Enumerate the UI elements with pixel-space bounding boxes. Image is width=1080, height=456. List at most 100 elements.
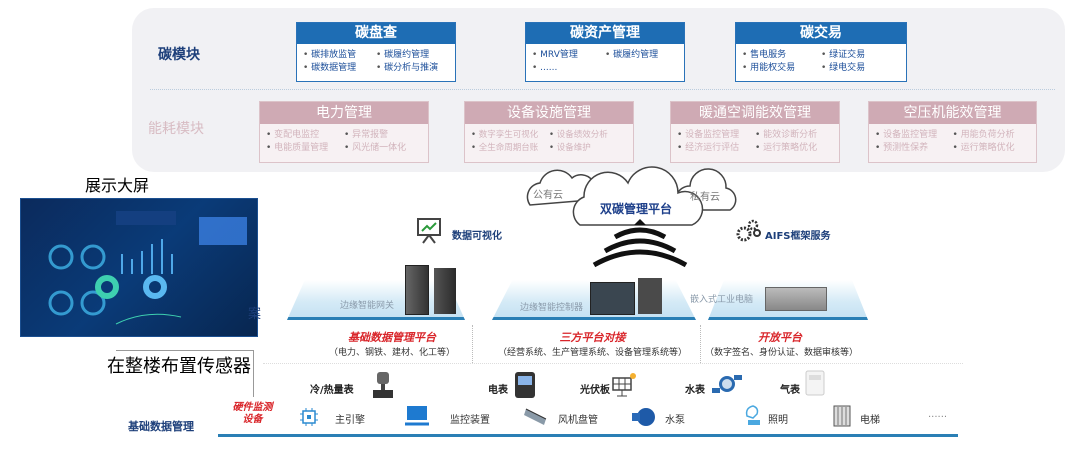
item: 能效诊断分析 (755, 129, 833, 142)
item: 经济运行评估 (677, 142, 755, 155)
dashboard-screenshot (20, 198, 258, 337)
item: 售电服务 (742, 49, 821, 62)
divider (700, 325, 701, 363)
item: 全生命周期台账 (471, 142, 549, 155)
lighting-icon (745, 405, 760, 425)
meter-label: 光伏板 (580, 385, 610, 396)
box-title: 暖通空调能效管理 (671, 102, 839, 124)
item: 设备监控管理 (677, 129, 755, 142)
dashboard-graphic (48, 211, 247, 325)
item: 设备监控管理 (875, 129, 953, 142)
device-label: 主引擎 (335, 415, 365, 426)
divider (150, 89, 1055, 90)
platform-third-party: 三方平台对接 （经营系统、生产管理系统、设备管理系统等） (480, 329, 705, 358)
carbon-box-inventory: 碳盘查 碳排放监管碳履约管理碳数据管理碳分析与推演 (296, 22, 456, 82)
water-meter-icon (712, 375, 742, 393)
private-cloud-label: 私有云 (690, 192, 720, 203)
item: 预测性保养 (875, 142, 953, 155)
box-title: 碳资产管理 (526, 23, 684, 44)
item: 运行策略优化 (755, 142, 833, 155)
gas-meter-icon (805, 370, 825, 396)
solar-panel-icon (612, 373, 636, 397)
carbon-module-label: 碳模块 (158, 47, 200, 63)
gateway-label: 边缘智能网关 (340, 301, 395, 311)
controller-device-image-2 (638, 278, 662, 314)
item: 碳数据管理 (303, 62, 376, 75)
device-label: 水泵 (665, 415, 685, 426)
display-label: 展示大屏 (85, 176, 150, 195)
divider (263, 363, 963, 364)
data-visualization-label: 数据可视化 (452, 231, 502, 242)
chip-icon (300, 408, 318, 426)
meter-label: 冷/热量表 (310, 385, 354, 396)
aifs-service-label: AIFS框架服务 (765, 231, 831, 242)
item: 碳履约管理 (605, 49, 678, 62)
item: 风光储一体化 (344, 142, 422, 155)
carbon-box-assets: 碳资产管理 MRV管理碳履约管理...... (525, 22, 685, 82)
device-label: 监控装置 (450, 415, 490, 426)
item: 碳履约管理 (376, 49, 449, 62)
energy-box-hvac: 暖通空调能效管理 设备监控管理能效诊断分析经济运行评估运行策略优化 (670, 101, 840, 163)
meter-label: 电表 (488, 385, 508, 396)
box-title: 空压机能效管理 (869, 102, 1036, 124)
elevator-icon (833, 405, 851, 427)
gateway-device-image-2 (434, 268, 456, 314)
controller-device-image (590, 282, 635, 315)
item: 碳分析与推演 (376, 62, 449, 75)
item: 绿证交易 (821, 49, 900, 62)
item: 运行策略优化 (953, 142, 1031, 155)
box-title: 设备设施管理 (465, 102, 633, 124)
platform-open: 开放平台 （数字签名、身份认证、数据审核等） (705, 329, 859, 358)
controller-label: 边缘智能控制器 (520, 303, 584, 313)
item: ...... (532, 62, 605, 75)
base-line (218, 434, 958, 437)
item: 用能权交易 (742, 62, 821, 75)
platform-base-data: 基础数据管理平台（电力、钢铁、建材、化工等） (287, 329, 497, 358)
platform-desc: （经营系统、生产管理系统、设备管理系统等） (497, 348, 687, 358)
callout-line (116, 350, 254, 397)
more-ellipsis: ...... (928, 409, 948, 420)
item: 数字孪生可视化 (471, 129, 549, 142)
box-title: 碳盘查 (297, 23, 455, 44)
presentation-chart-icon (417, 218, 441, 244)
item: MRV管理 (532, 49, 605, 62)
divider (472, 325, 473, 363)
gears-icon (736, 219, 761, 242)
device-label: 照明 (768, 415, 788, 426)
box-title: 碳交易 (736, 23, 906, 44)
carbon-box-trading: 碳交易 售电服务绿证交易用能权交易绿电交易 (735, 22, 907, 82)
heat-meter-icon (373, 372, 393, 398)
device-label: 风机盘管 (558, 415, 598, 426)
energy-module-label: 能耗模块 (148, 121, 204, 137)
platform-title: 三方平台对接 (559, 331, 626, 344)
hardware-label: 硬件监测设备 (232, 402, 273, 425)
industrial-pc-image (765, 287, 827, 311)
industrial-pc-label: 嵌入式工业电脑 (690, 295, 754, 305)
item: 变配电监控 (266, 129, 344, 142)
platform-desc: （数字签名、身份认证、数据审核等） (705, 348, 859, 358)
item: 电能质量管理 (266, 142, 344, 155)
platform-desc: （电力、钢铁、建材、化工等） (328, 348, 455, 358)
device-label: 电梯 (860, 415, 880, 426)
cut-off-text: 案 (248, 307, 262, 322)
item: 碳排放监管 (303, 49, 376, 62)
base-data-label: 基础数据管理 (128, 420, 194, 433)
cloud-graphic (526, 166, 737, 268)
energy-box-compressor: 空压机能效管理 设备监控管理用能负荷分析预测性保养运行策略优化 (868, 101, 1037, 163)
water-pump-icon (632, 408, 655, 426)
item: 绿电交易 (821, 62, 900, 75)
item: 设备维护 (549, 142, 627, 155)
fan-coil-icon (524, 408, 547, 425)
energy-box-power: 电力管理 变配电监控异常报警电能质量管理风光储一体化 (259, 101, 429, 163)
item: 设备绩效分析 (549, 129, 627, 142)
cloud-main-label: 双碳管理平台 (600, 202, 673, 216)
electric-meter-icon (515, 372, 535, 398)
sensor-note: 在整楼布置传感器 (107, 356, 251, 377)
box-title: 电力管理 (260, 102, 428, 124)
energy-box-facility: 设备设施管理 数字孪生可视化设备绩效分析全生命周期台账设备维护 (464, 101, 634, 163)
public-cloud-label: 公有云 (533, 190, 563, 201)
platform-title: 开放平台 (758, 331, 802, 344)
meter-label: 水表 (685, 385, 705, 396)
gateway-device-image (405, 265, 429, 315)
monitor-icon (405, 406, 429, 426)
